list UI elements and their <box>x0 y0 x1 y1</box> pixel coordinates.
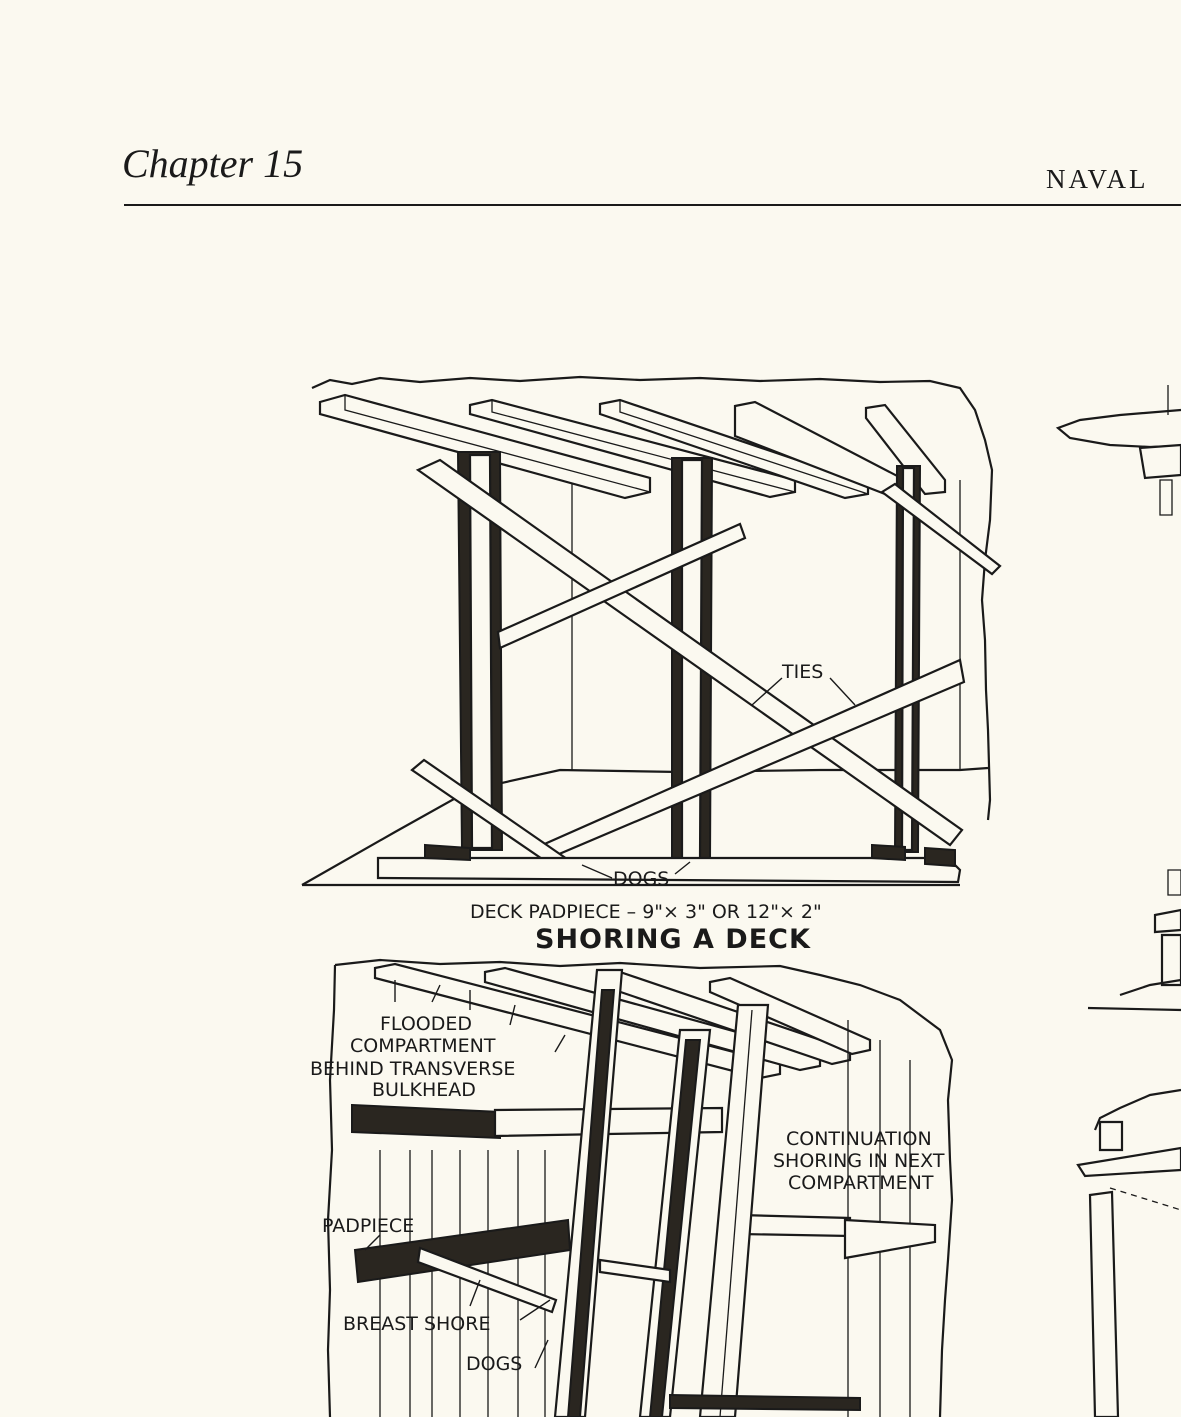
padpiece-label: PADPIECE <box>322 1215 414 1237</box>
deck-padpiece-label: DECK PADPIECE – 9"× 3" OR 12"× 2" <box>470 901 822 923</box>
dogs-label-top: DOGS <box>613 868 669 890</box>
continuation-label-1: CONTINUATION <box>786 1128 932 1150</box>
deck-beams <box>318 393 947 500</box>
deck-padpiece <box>376 856 962 884</box>
chapter-heading: Chapter 15 <box>122 141 304 186</box>
dogs-label-bottom: DOGS <box>466 1353 522 1375</box>
running-head: NAVAL <box>1046 164 1149 194</box>
figure-caption: SHORING A DECK <box>535 924 811 955</box>
deck-shoring-figure: TIES DOGS DECK PADPIECE – 9"× 3" OR 12"×… <box>301 375 1002 955</box>
flooded-label-3: BEHIND TRANSVERSE <box>310 1058 515 1080</box>
bulkhead-shoring-figure: FLOODED COMPARTMENT BEHIND TRANSVERSE BU… <box>310 958 954 1417</box>
continuation-label-3: COMPARTMENT <box>788 1172 934 1194</box>
breast-shore-label: BREAST SHORE <box>343 1313 490 1335</box>
bottom-figure-outline <box>334 958 954 1417</box>
flooded-label-2: COMPARTMENT <box>350 1035 496 1057</box>
continuation-label-2: SHORING IN NEXT <box>773 1150 945 1172</box>
flooded-label-4: BULKHEAD <box>372 1079 476 1101</box>
top-figure-outline <box>311 375 994 821</box>
adjacent-figure-fragments <box>1055 385 1181 1417</box>
ties-label: TIES <box>781 661 823 683</box>
header-rule <box>124 204 1181 206</box>
ties <box>410 458 1002 880</box>
flooded-label-1: FLOODED <box>380 1013 472 1035</box>
raking-shores <box>553 968 770 1417</box>
